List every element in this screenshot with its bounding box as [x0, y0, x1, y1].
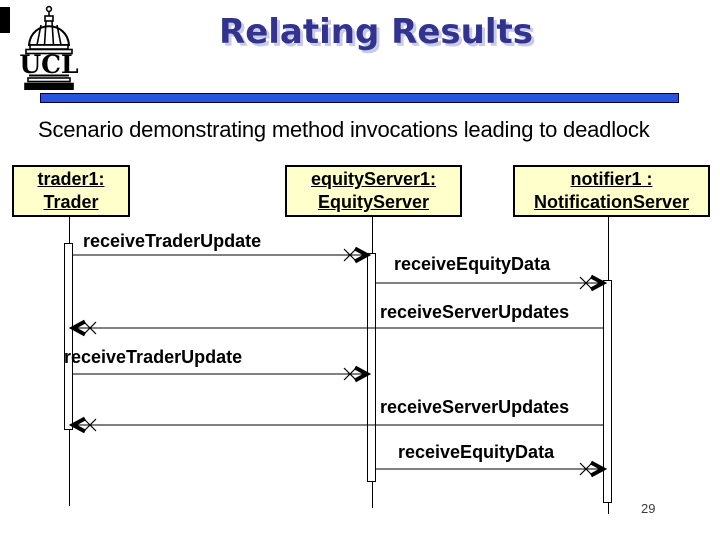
actor-class: NotificationServer: [533, 192, 690, 212]
message-arrow-4: [73, 365, 372, 383]
actor-class: Trader: [43, 192, 99, 212]
page-number: 29: [641, 501, 656, 516]
message-label: receiveEquityData: [398, 442, 555, 462]
actor-box-equityserver1: equityServer1: EquityServer: [285, 165, 462, 217]
message-label: receiveEquityData: [394, 254, 551, 274]
actor-class: EquityServer: [317, 192, 430, 212]
activation-bar-trader1: [64, 243, 73, 430]
message-label: receiveServerUpdates: [380, 302, 570, 322]
lifeline-equityserver1: [372, 217, 373, 253]
ucl-logo-icon: UCL: [16, 4, 82, 91]
actor-name: equityServer1:: [310, 169, 437, 189]
message-arrow-2: [376, 274, 608, 292]
actor-box-trader1: trader1: Trader: [12, 165, 130, 217]
message-arrow-6: [376, 460, 608, 478]
corner-decoration: [0, 7, 10, 33]
lifeline-trader1: [69, 430, 70, 506]
accent-bar: [40, 93, 679, 103]
ucl-logo-text: UCL: [19, 50, 79, 79]
message-label: receiveTraderUpdate: [83, 231, 262, 251]
message-label: receiveServerUpdates: [380, 397, 570, 417]
page-title: Relating Results: [219, 12, 533, 52]
message-label: receiveTraderUpdate: [64, 347, 243, 367]
message-arrow-3: [68, 319, 603, 337]
activation-bar-notifier1: [603, 280, 612, 503]
lifeline-trader1: [69, 217, 70, 243]
lifeline-notifier1: [608, 503, 609, 514]
message-arrow-5: [68, 416, 603, 434]
actor-name: trader1:: [37, 169, 105, 189]
slide-subtitle: Scenario demonstrating method invocation…: [38, 117, 650, 142]
activation-bar-equityserver1: [367, 253, 376, 482]
lifeline-equityserver1: [372, 482, 373, 508]
actor-name: notifier1 :: [570, 169, 653, 189]
actor-box-notifier1: notifier1 : NotificationServer: [513, 165, 710, 217]
lifeline-notifier1: [608, 217, 609, 280]
